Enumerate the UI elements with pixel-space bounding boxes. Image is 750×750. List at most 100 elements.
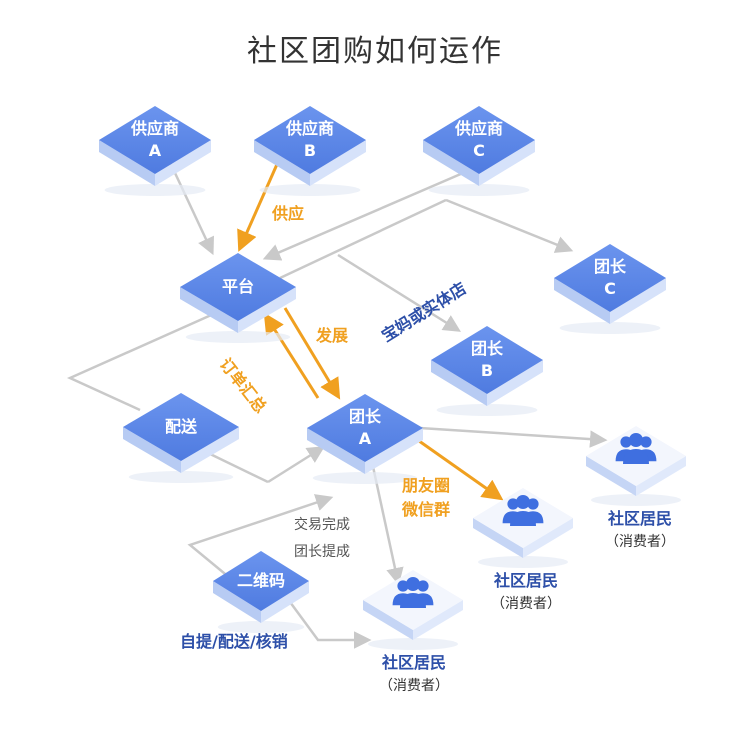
delivery-node: 配送	[126, 416, 236, 438]
leader-b-tile	[431, 326, 543, 416]
supplier-b-letter: B	[303, 141, 317, 160]
supply-label: 供应	[272, 204, 305, 223]
leader-a-tile-left-face	[307, 428, 365, 474]
edge-to-leaderC	[445, 198, 574, 253]
edge-qr-leaderA	[187, 494, 334, 579]
commission-label: 团长提成	[294, 544, 350, 560]
delivery-tile-left-face	[123, 427, 181, 473]
leader-b-name: 团长	[470, 339, 503, 358]
supplier-a-node: 供应商 A	[100, 118, 210, 162]
qrcode-tile-left-face	[213, 581, 261, 623]
edge-supplierB-platform	[237, 161, 280, 252]
resident-1-label: 社区居民	[381, 653, 446, 672]
leader-c-tile-left-face	[554, 278, 610, 324]
leader-c-letter: C	[604, 279, 616, 298]
leader-b-letter: B	[480, 361, 494, 380]
leader-b-tile-left-face	[431, 360, 487, 406]
resident-1-tile-left-face	[363, 600, 413, 640]
leader-b-node: 团长 B	[432, 338, 542, 382]
resident-2-tile-shadow	[478, 556, 568, 568]
supplier-a-tile-shadow	[104, 184, 206, 196]
delivery-tile	[123, 393, 239, 483]
resident-2-sub: （消费者）	[491, 596, 561, 612]
platform-tile-left-face	[180, 287, 238, 333]
person-head	[507, 498, 519, 510]
platform-tile	[180, 253, 296, 343]
edge-leaderA-platform	[263, 312, 320, 399]
edge-leaderA-resident3	[419, 426, 608, 448]
leader-a-name: 团长	[348, 407, 381, 426]
leader-a-letter: A	[358, 429, 372, 448]
leader-a-tile-right-face	[365, 428, 423, 474]
leader-a-tile-top-face	[307, 394, 423, 462]
people-icon	[502, 495, 544, 526]
supplier-a-letter: A	[148, 141, 162, 160]
resident-2-label: 社区居民	[493, 571, 558, 590]
leader-c-name: 团长	[593, 257, 626, 276]
qrcode-name: 二维码	[236, 571, 285, 590]
people-icon	[615, 433, 657, 464]
delivery-tile-top-face	[123, 393, 239, 461]
resident-1-tile	[363, 570, 463, 650]
person-head	[527, 498, 539, 510]
deal-done-label: 交易完成	[294, 517, 350, 533]
people-icon	[392, 577, 434, 608]
person-body	[623, 449, 649, 464]
platform-name: 平台	[221, 277, 254, 296]
resident-2-tile-left-face	[473, 518, 523, 558]
node-tiles	[99, 106, 686, 650]
qrcode-tile-top-face	[213, 551, 309, 611]
delivery-name: 配送	[164, 417, 197, 436]
supplier-b-tile	[254, 106, 366, 196]
supplier-c-tile	[423, 106, 535, 196]
platform-tile-right-face	[238, 287, 296, 333]
leader-a-node: 团长 A	[310, 406, 420, 450]
supplier-b-tile-shadow	[259, 184, 361, 196]
diagram-title: 社区团购如何运作	[247, 34, 503, 69]
resident-1-sub: （消费者）	[379, 678, 449, 694]
delivery-tile-right-face	[181, 427, 239, 473]
resident-3-label: 社区居民	[607, 509, 672, 528]
resident-2-tile	[473, 488, 573, 568]
edge-platform-leaderB	[337, 253, 461, 332]
person-body	[510, 511, 536, 526]
qrcode-tile-right-face	[261, 581, 309, 623]
orange-connectors	[237, 161, 504, 501]
supplier-b-node: 供应商 B	[255, 118, 365, 162]
supplier-b-tile-left-face	[254, 140, 310, 186]
leader-a-tile-shadow	[312, 472, 418, 484]
edge-supplierC-platform	[262, 168, 471, 261]
person-head	[516, 495, 530, 509]
edge-to-leaderA-from-delivery	[267, 446, 325, 484]
platform-node: 平台	[183, 276, 293, 298]
leader-c-tile-right-face	[610, 278, 666, 324]
resident-2-tile-right-face	[523, 518, 573, 558]
supplier-c-letter: C	[473, 141, 485, 160]
person-body	[400, 593, 426, 608]
person-head	[417, 580, 429, 592]
supplier-a-tile-top-face	[99, 106, 211, 174]
platform-tile-shadow	[185, 331, 291, 343]
person-head	[640, 436, 652, 448]
edge-platform-delivery	[66, 310, 219, 412]
leader-c-node: 团长 C	[555, 256, 665, 300]
edge-qr-resident	[288, 601, 372, 649]
resident-3-tile	[586, 426, 686, 506]
resident-3-sub: （消费者）	[605, 534, 675, 550]
supplier-a-tile	[99, 106, 211, 196]
supplier-a-tile-left-face	[99, 140, 155, 186]
develop-label: 发展	[316, 326, 349, 345]
supplier-b-name: 供应商	[285, 119, 334, 138]
leader-b-tile-shadow	[436, 404, 538, 416]
wechat-group-label: 微信群	[402, 500, 451, 519]
qrcode-tile	[213, 551, 309, 633]
leader-b-tile-top-face	[431, 326, 543, 394]
qrcode-tile-shadow	[217, 621, 305, 633]
supplier-c-node: 供应商 C	[424, 118, 534, 162]
leader-c-tile-shadow	[559, 322, 661, 334]
leader-a-tile	[307, 394, 423, 484]
supplier-c-tile-right-face	[479, 140, 535, 186]
qrcode-node: 二维码	[206, 570, 316, 592]
resident-1-tile-shadow	[368, 638, 458, 650]
